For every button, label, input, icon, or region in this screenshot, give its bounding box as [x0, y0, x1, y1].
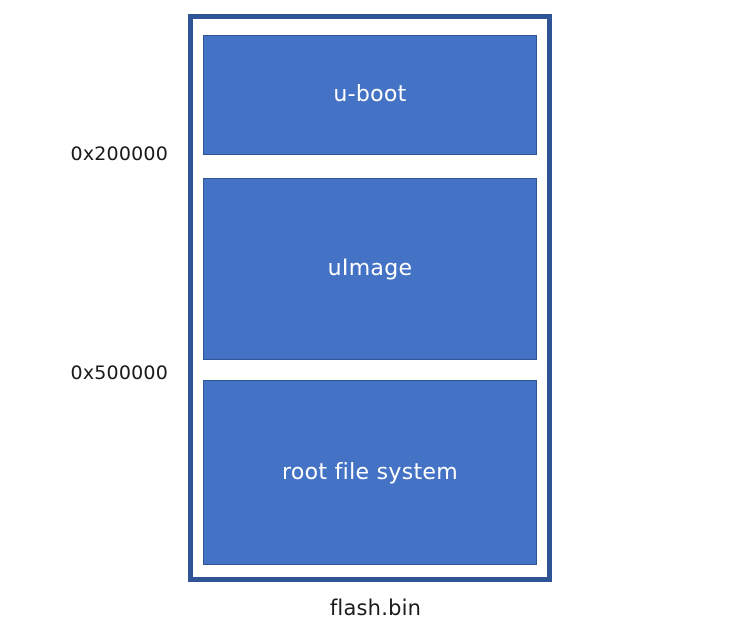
flash-device-frame: u-boot uImage root file system: [188, 14, 552, 582]
partition-block-u-boot: u-boot: [203, 35, 537, 155]
partition-block-root-file-system: root file system: [203, 380, 537, 565]
partition-label-u-boot: u-boot: [333, 82, 407, 107]
address-label-0x200000: 0x200000: [70, 143, 168, 165]
partition-block-uimage: uImage: [203, 178, 537, 360]
address-label-0x500000: 0x500000: [70, 362, 168, 384]
partition-label-uimage: uImage: [327, 256, 413, 281]
flash-image-caption: flash.bin: [329, 596, 422, 620]
partition-label-root-file-system: root file system: [282, 459, 458, 485]
